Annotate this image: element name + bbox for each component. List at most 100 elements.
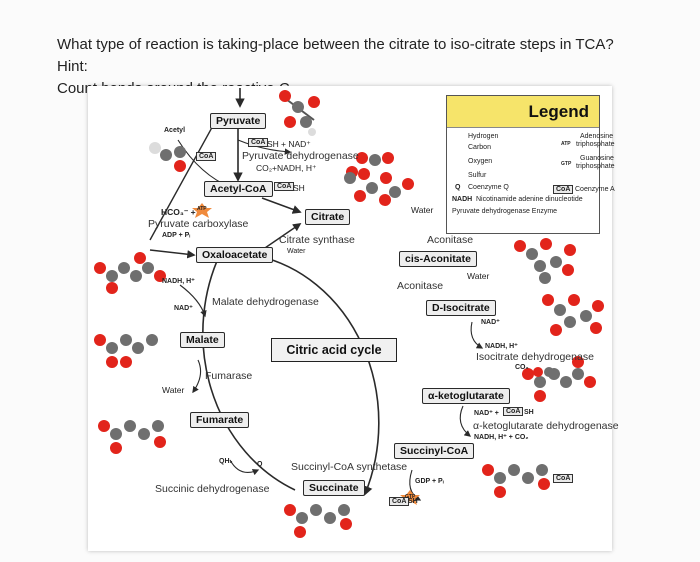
- molecule-alpha-ketoglutarate: [522, 356, 596, 402]
- cycle-arc-right: [257, 255, 380, 496]
- nad-plus-pdh: + NAD⁺: [281, 139, 311, 149]
- molecule-succinyl-coa: [482, 464, 550, 498]
- aconitase-label-2: Aconitase: [397, 280, 444, 292]
- hook-isocitrate: [470, 321, 484, 349]
- nadh-label-isocitrate: NADH, H⁺: [485, 343, 518, 350]
- hook-akg: [459, 405, 472, 437]
- legend-coq: Coenzyme Q: [468, 184, 509, 191]
- legend-gtp-symbol: GTP: [561, 161, 572, 167]
- coa-tag-synthetase: CoA: [389, 497, 410, 506]
- pyruvate-box: Pyruvate: [210, 113, 267, 129]
- hook-fumarase: [192, 359, 202, 394]
- legend-panel: Legend: [446, 95, 600, 234]
- molecule-malate: [94, 334, 158, 368]
- nad-label-isocitrate: NAD⁺: [481, 319, 500, 326]
- aconitase-label-1: Aconitase: [427, 234, 474, 246]
- cis-aconitate-box: cis-Aconitate: [399, 251, 477, 267]
- coa-tag-succinyl: CoA: [553, 474, 574, 483]
- succinate-box: Succinate: [303, 480, 365, 496]
- arrow-pyruvate-carboxylase: [149, 121, 216, 241]
- hook-succinyl: [409, 469, 422, 501]
- sh-label-synthetase: SH: [408, 498, 418, 505]
- gdp-pi-label: GDP + Pᵢ: [415, 478, 444, 485]
- molecule-oxaloacetate: [94, 252, 166, 294]
- sh-label-acetylcoa: SH: [293, 183, 305, 193]
- qh2-label: QH₂: [219, 458, 233, 465]
- q-label: Q: [257, 461, 263, 468]
- arrow-oxaloacetate-citrate: [261, 223, 302, 251]
- legend-hydrogen: Hydrogen: [468, 133, 499, 140]
- molecule-cis-aconitate: [514, 238, 576, 284]
- legend-oxygen: Oxygen: [468, 158, 493, 165]
- pyruvate-carboxylase-label: Pyruvate carboxylase: [148, 218, 249, 230]
- hook-pdh: [237, 139, 292, 155]
- co2-nadh-label: CO₂+NADH, H⁺: [256, 163, 317, 173]
- adp-pi-label: ADP + Pᵢ: [162, 232, 191, 239]
- water-label-cis: Water: [467, 271, 490, 281]
- water-label-citrate: Water: [411, 205, 434, 215]
- d-isocitrate-box: D-Isocitrate: [426, 300, 496, 316]
- akg-dehydrogenase-label: α-ketoglutarate dehydrogenase: [473, 420, 619, 432]
- legend-atp-2: triphosphate: [576, 141, 615, 148]
- nad-label-malate: NAD⁺: [174, 305, 193, 312]
- legend-nadh: Nicotinamide adenine dinucleotide: [476, 196, 583, 203]
- citrate-synthase-label: Citrate synthase: [279, 234, 355, 246]
- legend-pdh: Pyruvate dehydrogenase Enzyme: [452, 208, 558, 215]
- molecule-pyruvate: [279, 90, 320, 136]
- isocitrate-dehydrogenase-label: Isocitrate dehydrogenase: [476, 351, 594, 363]
- gtp-label: GTP: [405, 494, 416, 500]
- oxaloacetate-box: Oxaloacetate: [196, 247, 274, 263]
- succinyl-coa-synthetase-label: Succinyl-CoA synthetase: [291, 461, 408, 473]
- molecule-acetyl: [149, 142, 186, 172]
- hook-malate: [179, 284, 207, 318]
- coa-tag-akg: CoA: [503, 407, 524, 416]
- molecule-co2-isocitrate: [533, 367, 554, 377]
- legend-title: Legend: [447, 96, 599, 128]
- nadh-label-malate: NADH, H⁺: [162, 278, 195, 285]
- molecule-isocitrate: [542, 294, 604, 336]
- hook-succinic: [229, 459, 260, 476]
- co2-label-isocitrate: CO₂: [515, 364, 529, 371]
- legend-gtp-1: Guanosine: [580, 155, 614, 162]
- legend-atp-symbol: ATP: [561, 141, 571, 147]
- water-label-fumarase: Water: [162, 385, 185, 395]
- cycle-title-box: Citric acid cycle: [271, 338, 397, 362]
- legend-coa: Coenzyme A: [575, 186, 615, 193]
- molecule-citrate: [344, 168, 414, 206]
- acetyl-coa-box: Acetyl-CoA: [204, 181, 273, 197]
- legend-coq-symbol: Q: [455, 184, 461, 191]
- malate-dehydrogenase-label: Malate dehydrogenase: [212, 296, 319, 308]
- nadh-co2-label-akg: NADH, H⁺ + CO₂: [474, 434, 529, 441]
- cycle-arc-left: [202, 248, 296, 491]
- coa-tag-pdh: CoA: [248, 138, 269, 147]
- fumarase-label: Fumarase: [205, 370, 253, 382]
- citrate-box: Citrate: [305, 209, 351, 225]
- legend-nadh-symbol: NADH: [452, 196, 473, 203]
- molecule-fumarate: [98, 420, 166, 454]
- question-line-1: What type of reaction is taking-place be…: [57, 36, 614, 75]
- pyruvate-dehydrogenase-label: Pyruvate dehydrogenase: [242, 150, 359, 162]
- molecule-succinate: [284, 504, 352, 538]
- fumarate-box: Fumarate: [190, 412, 250, 428]
- sh-label-pdh: SH: [267, 139, 279, 149]
- legend-gtp-2: triphosphate: [576, 163, 615, 170]
- atp-star-carboxylase: [192, 203, 212, 218]
- arrow-acetylcoa-citrate: [261, 197, 302, 214]
- alpha-ketoglutarate-box: α-ketoglutarate: [422, 388, 510, 404]
- legend-carbon: Carbon: [468, 144, 491, 151]
- malate-box: Malate: [180, 332, 225, 348]
- sh-label-akg: SH: [524, 409, 534, 416]
- atp-label-carboxylase: ATP: [197, 206, 207, 212]
- arrow-into-oxaloacetate: [149, 249, 196, 259]
- water-label-synthase: Water: [287, 248, 306, 255]
- legend-atp-1: Adenosine: [580, 133, 614, 140]
- hco3-label: HCO₃⁻ +: [161, 207, 196, 217]
- coa-tag-acetyl: CoA: [196, 152, 217, 161]
- acetyl-label: Acetyl: [164, 127, 186, 134]
- nad-label-akg: NAD⁺ +: [474, 410, 499, 417]
- legend-sulfur: Sulfur: [468, 172, 487, 179]
- coa-tag-acetylcoa: CoA: [274, 182, 295, 191]
- succinic-dehydrogenase-label: Succinic dehydrogenase: [155, 483, 270, 495]
- succinyl-coa-box: Succinyl-CoA: [394, 443, 475, 459]
- legend-coa-symbol: CoA: [553, 185, 574, 194]
